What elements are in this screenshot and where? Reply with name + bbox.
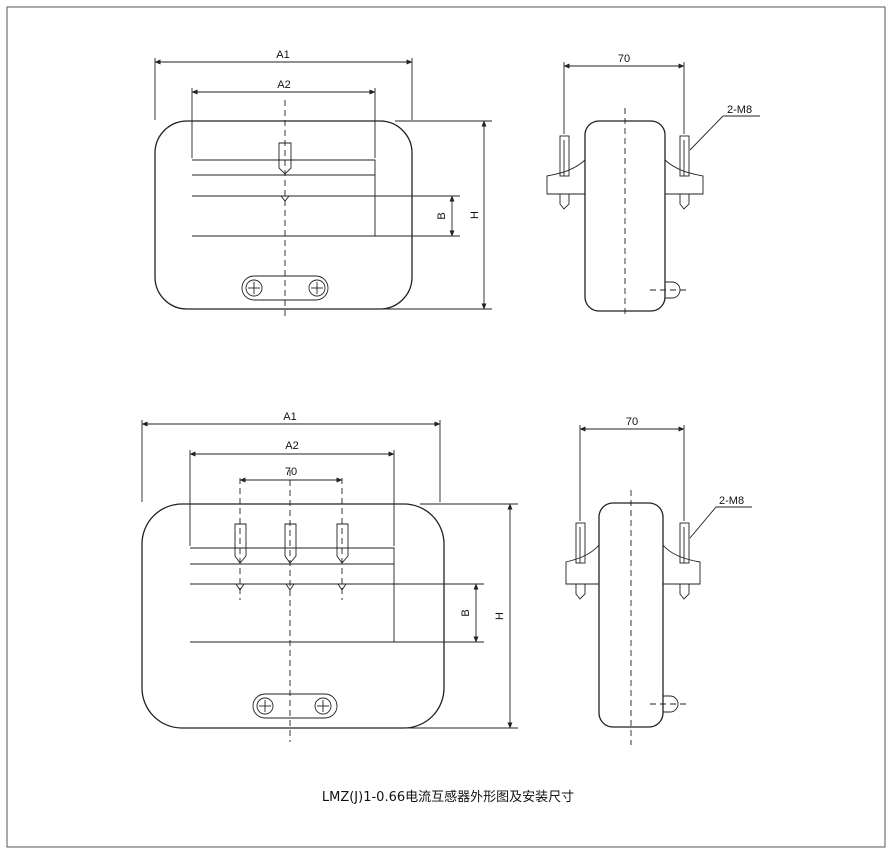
top-side-left-bracket xyxy=(546,159,586,195)
bottom-side-70-label: 70 xyxy=(626,416,638,428)
top-front-window xyxy=(192,159,376,237)
top-front-mount-slot xyxy=(241,275,329,301)
top-side-right-bracket xyxy=(664,159,704,195)
bottom-side-view: 70 2-M8 xyxy=(565,416,752,745)
bottom-side-terminal xyxy=(663,695,679,713)
top-front-view: A1 A2 H B xyxy=(154,49,492,320)
bottom-front-70-label: 70 xyxy=(285,466,297,478)
bottom-front-mount-slot xyxy=(252,693,338,719)
top-h-label: H xyxy=(469,211,481,219)
bottom-front-window xyxy=(190,547,395,643)
top-a1-label: A1 xyxy=(276,49,289,61)
bottom-front-screw-right-icon xyxy=(314,697,332,715)
bottom-h-label: H xyxy=(494,612,506,620)
bottom-front-terminal-2 xyxy=(284,523,297,564)
top-a2-label: A2 xyxy=(277,79,290,91)
top-front-terminal xyxy=(278,142,292,175)
top-side-view: 70 2-M8 xyxy=(546,53,760,318)
top-front-screw-right-icon xyxy=(308,279,326,297)
bottom-thread-label: 2-M8 xyxy=(719,495,744,507)
sheet-border xyxy=(6,6,886,848)
bottom-front-terminal-1 xyxy=(234,523,247,564)
bottom-front-body xyxy=(141,503,445,729)
bottom-front-terminal-3 xyxy=(336,523,349,564)
bottom-a2-label: A2 xyxy=(285,440,298,452)
top-front-body xyxy=(154,120,413,310)
top-front-screw-left-icon xyxy=(245,279,263,297)
bottom-b-label: B xyxy=(460,609,472,616)
top-side-70-label: 70 xyxy=(618,53,630,65)
top-side-terminal xyxy=(665,281,681,299)
bottom-front-screw-left-icon xyxy=(256,697,274,715)
top-thread-label: 2-M8 xyxy=(727,104,752,116)
top-b-label: B xyxy=(436,212,448,219)
bottom-front-view: A1 A2 70 H B xyxy=(141,411,518,742)
drawing-caption: LMZ(J)1-0.66电流互感器外形图及安装尺寸 xyxy=(322,789,574,805)
bottom-a1-label: A1 xyxy=(283,411,296,423)
bottom-side-right-bracket xyxy=(662,544,701,585)
bottom-side-left-bracket xyxy=(565,544,600,585)
